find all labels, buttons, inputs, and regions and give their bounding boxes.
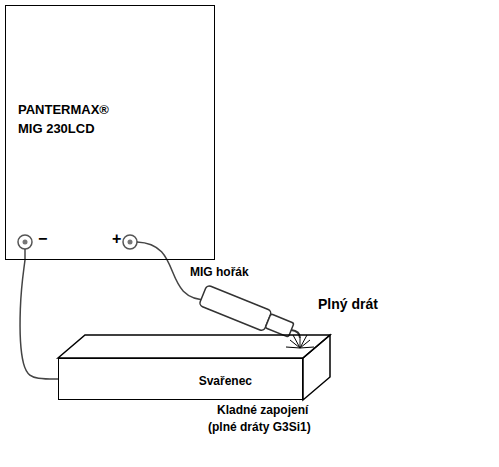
torch-label: MIG hořák — [190, 266, 249, 280]
machine-name: PANTERMAX® MIG 230LCD — [18, 101, 123, 139]
gooseneck — [291, 330, 300, 338]
plus-terminal — [123, 235, 137, 249]
ground-cable — [20, 260, 58, 379]
terminal-sign: + — [112, 230, 121, 248]
workpiece-label: Svařenec — [199, 373, 252, 390]
minus-terminal — [18, 235, 32, 249]
arc-sparks — [286, 335, 314, 348]
workpiece-side — [303, 335, 330, 400]
caption-line: (plné dráty G3Si1) — [208, 421, 311, 435]
workpiece-box: Svařenec — [58, 358, 303, 400]
cable — [24, 249, 26, 260]
terminal-core — [128, 240, 133, 245]
workpiece-top — [58, 335, 330, 358]
caption-line: Kladné zapojení — [217, 404, 308, 418]
mig-torch — [199, 285, 295, 341]
wire-label: Plný drát — [318, 296, 378, 312]
terminal-core — [23, 240, 28, 245]
terminal-sign: − — [38, 230, 47, 248]
welding-machine-box: PANTERMAX® MIG 230LCD — [5, 5, 215, 260]
